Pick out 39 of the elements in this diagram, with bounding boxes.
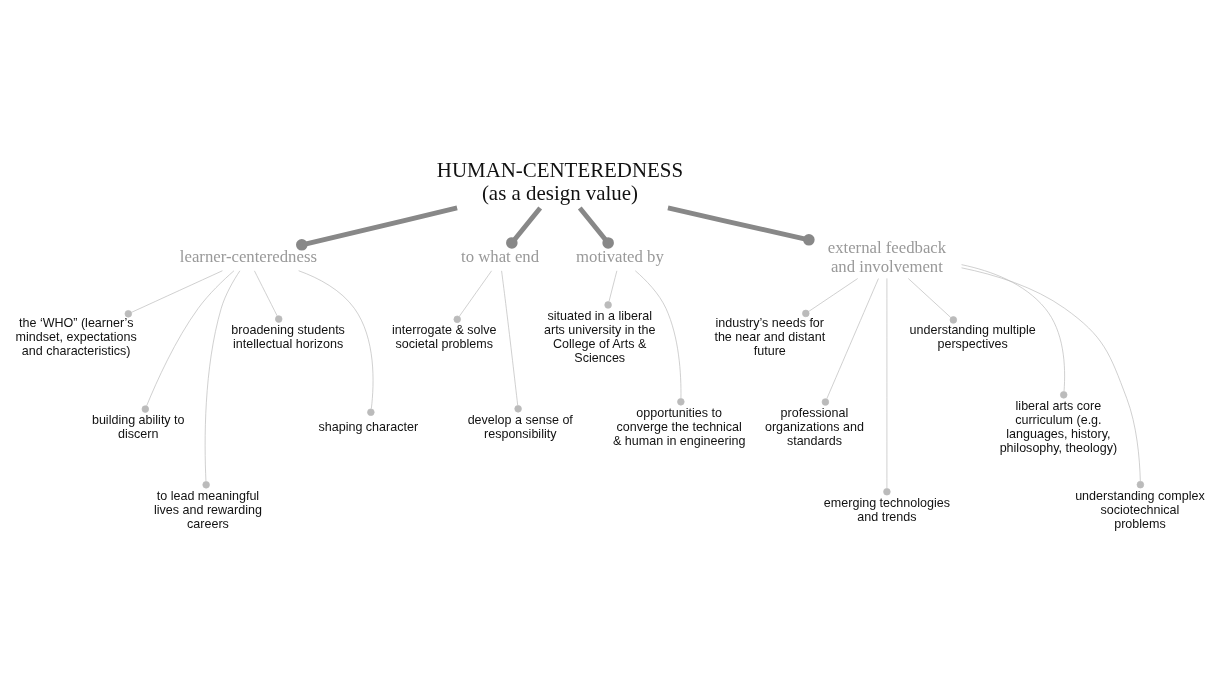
connector [254,269,283,323]
node-text: building ability to discern [91,412,185,441]
node-text: broadening students intellectual horizons [231,322,345,351]
node-text: situated in a liberal arts university in the College of Arts & Sciences [544,308,656,365]
node-text: external feedback and involvement [827,237,947,276]
connector [501,270,522,412]
connector [667,205,815,246]
node-text: to lead meaningful lives and rewarding careers [153,488,262,531]
node-text: understanding complex sociotechnical problems [1075,488,1205,531]
connector [802,277,858,317]
node-text: shaping character [318,419,419,434]
connector [961,266,1145,488]
connector [453,269,492,323]
node-text: develop a sense of responsibility [467,412,573,441]
connector [124,269,223,317]
connector [296,205,458,251]
node-text: HUMAN-CENTEREDNESS (as a design value) [436,157,684,205]
connector [604,269,618,309]
connector [883,277,891,495]
node-text: industry’s needs for the near and distant future [714,315,826,358]
node-text: learner-centeredness [179,246,317,266]
node-text: motivated by [576,246,664,266]
connector [506,205,543,249]
node-text: the ‘WHO” (learner’s mindset, expectations and characteristics) [15,315,137,358]
connector [634,269,685,405]
connector [298,269,375,416]
node-text: emerging technologies and trends [823,495,950,524]
node-text: understanding multiple perspectives [909,322,1036,351]
connector [202,269,241,488]
node-text: opportunities to converge the technical & human in engineering [613,405,746,448]
connector [908,277,958,324]
node-text: professional organizations and standards [764,405,864,448]
node-text: to what end [461,246,540,266]
connector [821,277,879,406]
connector [141,269,235,413]
node-text: liberal arts core curriculum (e.g. languages, history, philosophy, theology) [999,398,1118,455]
node-text: interrogate & solve societal problems [392,322,497,351]
connector [577,205,614,249]
connector [961,263,1068,399]
